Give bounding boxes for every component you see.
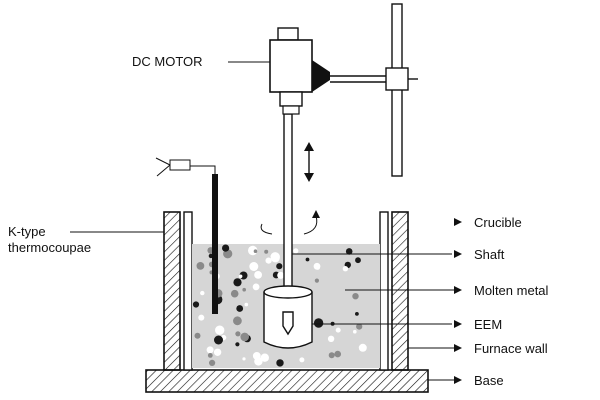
label-dc-motor: DC MOTOR bbox=[132, 54, 203, 69]
label-eem: EEM bbox=[474, 317, 502, 332]
particle bbox=[265, 257, 272, 264]
leader-lines bbox=[70, 61, 454, 381]
label-shaft: Shaft bbox=[474, 247, 505, 262]
particle bbox=[209, 359, 216, 366]
rotation-arrow-icon bbox=[260, 215, 318, 235]
particle bbox=[249, 262, 259, 271]
particle bbox=[242, 357, 246, 361]
label-crucible: Crucible bbox=[474, 215, 522, 230]
particle bbox=[238, 274, 243, 279]
particle bbox=[352, 293, 359, 300]
particle bbox=[192, 301, 200, 308]
particle bbox=[233, 278, 242, 287]
vertical-motion-arrow-icon bbox=[304, 142, 314, 182]
particle bbox=[213, 348, 222, 356]
particle bbox=[254, 357, 263, 366]
particle bbox=[293, 248, 299, 254]
particle bbox=[314, 278, 319, 283]
particle bbox=[198, 314, 205, 321]
particle bbox=[315, 265, 320, 270]
particle bbox=[253, 249, 258, 253]
particle bbox=[207, 353, 213, 358]
particle bbox=[299, 357, 305, 363]
particle bbox=[200, 290, 205, 296]
particle bbox=[276, 359, 284, 367]
particle bbox=[236, 305, 244, 312]
particle bbox=[345, 248, 353, 255]
particle bbox=[277, 271, 285, 279]
particle bbox=[342, 266, 349, 272]
particle bbox=[305, 257, 310, 262]
particle bbox=[235, 342, 240, 347]
furnace-wall-right bbox=[391, 211, 409, 371]
label-arrowheads bbox=[454, 218, 462, 384]
particle bbox=[353, 329, 357, 334]
label-thermocouple-line1: K-type bbox=[8, 224, 46, 239]
label-furnace-wall: Furnace wall bbox=[474, 341, 548, 356]
particle bbox=[230, 289, 239, 298]
particle bbox=[260, 353, 269, 362]
shaft bbox=[283, 113, 293, 315]
particle bbox=[327, 335, 335, 342]
particle bbox=[222, 244, 230, 252]
particle bbox=[355, 257, 361, 264]
particle bbox=[328, 352, 335, 359]
thermocouple bbox=[155, 157, 218, 314]
stirrer-blade bbox=[282, 311, 294, 336]
label-thermocouple-line2: thermocoupae bbox=[8, 240, 91, 255]
base bbox=[145, 369, 429, 393]
particle bbox=[334, 350, 342, 358]
particle bbox=[235, 331, 241, 337]
particle bbox=[335, 327, 341, 333]
particle bbox=[240, 332, 249, 342]
particle bbox=[206, 346, 214, 354]
label-molten-metal: Molten metal bbox=[474, 283, 549, 298]
particle bbox=[313, 318, 324, 328]
crucible-wall-right bbox=[379, 211, 389, 371]
support-stand bbox=[330, 3, 418, 177]
particle bbox=[276, 263, 283, 270]
particle bbox=[271, 253, 280, 263]
particle bbox=[358, 343, 367, 352]
dc-motor bbox=[269, 27, 330, 115]
particle bbox=[194, 332, 201, 339]
label-base: Base bbox=[474, 373, 504, 388]
particle bbox=[264, 249, 269, 254]
particle bbox=[252, 283, 260, 291]
particle bbox=[242, 287, 246, 292]
particle bbox=[233, 316, 242, 326]
crucible-wall-left bbox=[183, 211, 193, 371]
particle bbox=[355, 312, 359, 316]
particle bbox=[254, 271, 262, 279]
particle bbox=[356, 323, 363, 330]
particle bbox=[196, 262, 205, 270]
particle bbox=[244, 302, 249, 307]
furnace-wall-left bbox=[163, 211, 181, 371]
particle bbox=[215, 325, 225, 335]
particle bbox=[214, 335, 223, 345]
